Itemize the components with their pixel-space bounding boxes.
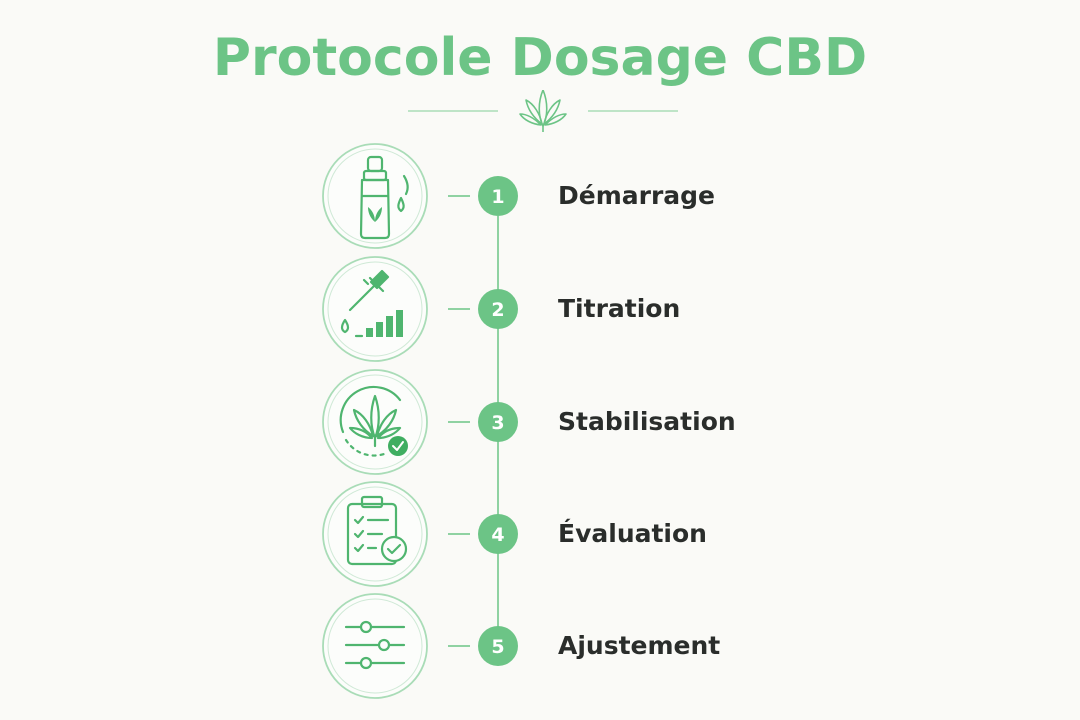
step-4-number: 4 [491,524,504,546]
step-4-label: Évaluation [558,519,707,548]
check-badge-icon [388,436,408,456]
step-3-label: Stabilisation [558,407,736,436]
step-1-icon-ring-inner [327,148,423,244]
step-4-badge [478,514,518,554]
step-4: 4 [322,481,518,587]
step-1-number: 1 [491,186,504,208]
step-3-badge [478,402,518,442]
sliders-icon [344,620,406,670]
step-2-badge [478,289,518,329]
title-divider [408,90,678,132]
step-3-icon-ring-inner [327,374,423,470]
step-3-icon-ring [322,369,428,475]
step-5-icon-ring-inner [327,598,423,694]
step-2-label: Titration [558,294,681,323]
cannabis-leaf-icon [519,90,567,132]
step-1-label: Démarrage [558,181,716,210]
step-5-label: Ajustement [558,631,721,660]
step-2-icon-ring [322,256,428,362]
page-title: Protocole Dosage CBD [212,28,868,88]
leaf-check-icon [339,385,402,457]
pipette-bars-icon [340,269,403,338]
step-1-badge [478,176,518,216]
step-2-number: 2 [491,299,504,321]
clipboard-check-icon [346,495,408,566]
dropper-bottle-icon [359,155,409,240]
step-5-badge [478,626,518,666]
step-5: 5 [322,593,518,699]
step-2-icon-ring-inner [327,261,423,357]
step-1: 1 [322,143,518,249]
step-5-number: 5 [491,636,504,658]
step-4-icon-ring-inner [327,486,423,582]
step-3-number: 3 [491,412,504,434]
step-2: 2 [322,256,518,362]
step-3: 3 [322,369,518,475]
